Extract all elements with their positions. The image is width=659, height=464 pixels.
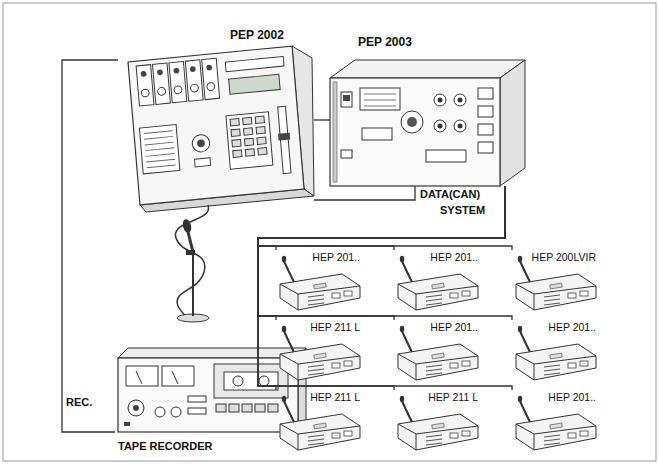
device-name: HEP 200LVIR bbox=[532, 252, 596, 264]
delegate-unit-drawings bbox=[280, 256, 596, 450]
delegate-unit-box: HEP 200LVIR bbox=[500, 250, 600, 312]
cable-line bbox=[258, 186, 505, 320]
rack-unit-box: PEP 2003 bbox=[330, 34, 526, 186]
cable-line bbox=[258, 186, 512, 320]
delegate-unit-box: HEP 201.. bbox=[264, 250, 364, 312]
device-name: HEP 211 L bbox=[310, 322, 360, 334]
delegate-unit-box: HEP 201.. bbox=[382, 250, 482, 312]
device-name: PEP 2003 bbox=[358, 36, 412, 49]
tape-recorder-drawing bbox=[118, 348, 306, 432]
cable-line bbox=[258, 186, 505, 320]
device-name: HEP 201.. bbox=[430, 322, 478, 334]
device-name: PEP 2002 bbox=[230, 29, 284, 42]
tape-recorder-box: TAPE RECORDER bbox=[115, 345, 305, 457]
cable-line bbox=[62, 60, 118, 432]
frame bbox=[3, 3, 656, 461]
cable-line bbox=[314, 186, 415, 200]
delegate-unit-box: HEP 211 L bbox=[264, 320, 364, 382]
cable-line bbox=[258, 186, 505, 250]
cable-line bbox=[258, 186, 505, 250]
cable-line bbox=[258, 186, 512, 390]
console-drawing bbox=[128, 46, 314, 212]
delegate-unit-box: HEP 211 L bbox=[264, 390, 364, 452]
microphone-drawing bbox=[175, 205, 209, 322]
cable-label: REC. bbox=[66, 396, 92, 408]
delegate-unit-box: HEP 201.. bbox=[500, 390, 600, 452]
device-name: TAPE RECORDER bbox=[118, 440, 213, 452]
device-name: HEP 201.. bbox=[548, 322, 596, 334]
cable-line bbox=[314, 119, 330, 120]
device-name: HEP 211 L bbox=[428, 392, 478, 404]
rack-unit-drawing bbox=[330, 60, 525, 186]
cable-line bbox=[258, 186, 505, 390]
device-name: HEP 201.. bbox=[548, 392, 596, 404]
device-name: HEP 201.. bbox=[312, 252, 360, 264]
cable-line bbox=[258, 186, 505, 390]
delegate-unit-box: HEP 201.. bbox=[500, 320, 600, 382]
console-label-box: PEP 2002 bbox=[118, 26, 314, 214]
delegate-unit-box: HEP 211 L bbox=[382, 390, 482, 452]
delegate-unit-box: HEP 201.. bbox=[382, 320, 482, 382]
device-name: HEP 201.. bbox=[430, 252, 478, 264]
signal-label: DATA(CAN) bbox=[420, 188, 480, 200]
cable-line bbox=[258, 186, 512, 250]
signal-label: SYSTEM bbox=[440, 204, 485, 216]
device-name: HEP 211 L bbox=[310, 392, 360, 404]
